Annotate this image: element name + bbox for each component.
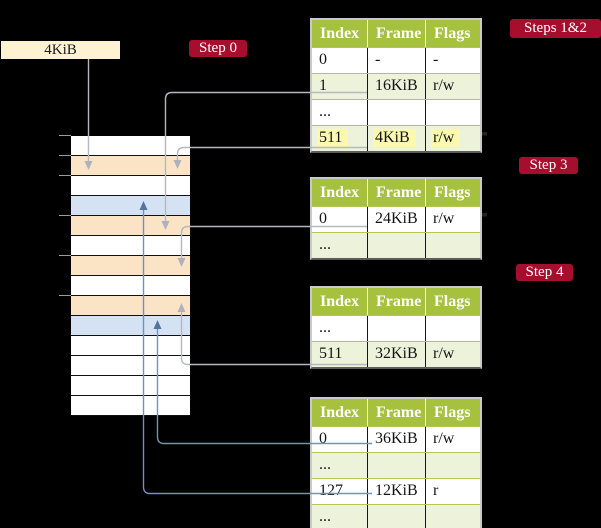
column-header: Index (320, 404, 360, 421)
table-row: 0 -- (312, 47, 480, 73)
column-header: Index (320, 293, 360, 310)
memory-row-white (71, 236, 190, 256)
memory-tick (59, 135, 71, 136)
memory-tick (59, 295, 71, 296)
table-cell: - (425, 48, 480, 73)
memory-row-blue (71, 196, 190, 216)
memory-row-white (71, 376, 190, 396)
table-cell: r/w (425, 427, 480, 452)
table-cell: 511 (319, 345, 343, 362)
table-row: ... (312, 99, 480, 125)
table-cell: 16KiB (367, 74, 425, 99)
memory-row-peach (71, 296, 190, 316)
memory-row-peach (71, 256, 190, 276)
highlighted-value: r/w (431, 129, 461, 147)
table-cell (425, 316, 480, 341)
table-cell: 4KiB (367, 126, 425, 151)
memory-row-peach (71, 216, 190, 236)
table-cell: 36KiB (367, 427, 425, 452)
memory-tick (59, 215, 71, 216)
column-header: Flags (425, 20, 480, 47)
table-cell: ... (319, 456, 331, 473)
table-cell: 127 (319, 482, 343, 499)
table-cell: 1 (319, 77, 327, 94)
column-header: Flags (425, 179, 480, 206)
connector-stub (482, 132, 487, 136)
step-4-badge: Step 4 (516, 264, 573, 281)
memory-row-blue (71, 316, 190, 336)
table-cell (367, 505, 425, 528)
column-header: Frame (367, 288, 425, 315)
column-header: Flags (425, 288, 480, 315)
table-cell: r/w (425, 74, 480, 99)
table-cell (367, 316, 425, 341)
table-cell: 24KiB (367, 207, 425, 232)
table-row: 511 4KiB r/w (312, 125, 480, 151)
table-cell: ... (319, 508, 331, 525)
table-row: ... (312, 452, 480, 478)
table-cell: r/w (425, 207, 480, 232)
table-cell: 511 (312, 126, 367, 151)
highlighted-value: 511 (317, 129, 349, 147)
table-cell: r/w (425, 342, 480, 367)
memory-row-white (71, 176, 190, 196)
memory-row-white (71, 396, 190, 416)
table-cell: ... (319, 103, 331, 120)
table-cell (367, 453, 425, 478)
highlighted-value: 4KiB (373, 129, 416, 147)
table-cell: ... (319, 319, 331, 336)
column-header: Index (320, 25, 360, 42)
table-cell (425, 453, 480, 478)
memory-tick (59, 155, 71, 156)
table-row: ... (312, 504, 480, 528)
memory-row-white (71, 136, 190, 156)
table-cell (425, 505, 480, 528)
memory-tick (59, 255, 71, 256)
table-cell: 12KiB (367, 479, 425, 504)
physical-memory-column (71, 136, 190, 416)
frame-size-label: 4KiB (1, 41, 120, 59)
table-cell (367, 233, 425, 258)
table-cell: 0 (319, 210, 327, 227)
column-header: Flags (425, 399, 480, 426)
connector-stub (482, 213, 487, 217)
table-row: ... (312, 232, 480, 258)
step-3-badge: Step 3 (519, 157, 578, 174)
table-cell: 32KiB (367, 342, 425, 367)
column-header: Index (320, 184, 360, 201)
memory-row-white (71, 356, 190, 376)
memory-row-white (71, 336, 190, 356)
memory-row-white (71, 276, 190, 296)
column-header: Frame (367, 20, 425, 47)
steps-1-2-badge: Steps 1&2 (510, 19, 601, 38)
step-0-badge: Step 0 (189, 40, 247, 57)
table-cell (425, 233, 480, 258)
table-cell: ... (319, 236, 331, 253)
column-header: Frame (367, 179, 425, 206)
table-cell (425, 100, 480, 125)
table-row: ... (312, 315, 480, 341)
table-cell (367, 100, 425, 125)
table-cell: 0 (319, 51, 327, 68)
table-cell: 0 (319, 430, 327, 447)
table-cell: - (367, 48, 425, 73)
memory-tick (59, 175, 71, 176)
memory-row-peach (71, 156, 190, 176)
column-header: Frame (367, 399, 425, 426)
table-cell: r/w (425, 126, 480, 151)
table-cell: r (425, 479, 480, 504)
